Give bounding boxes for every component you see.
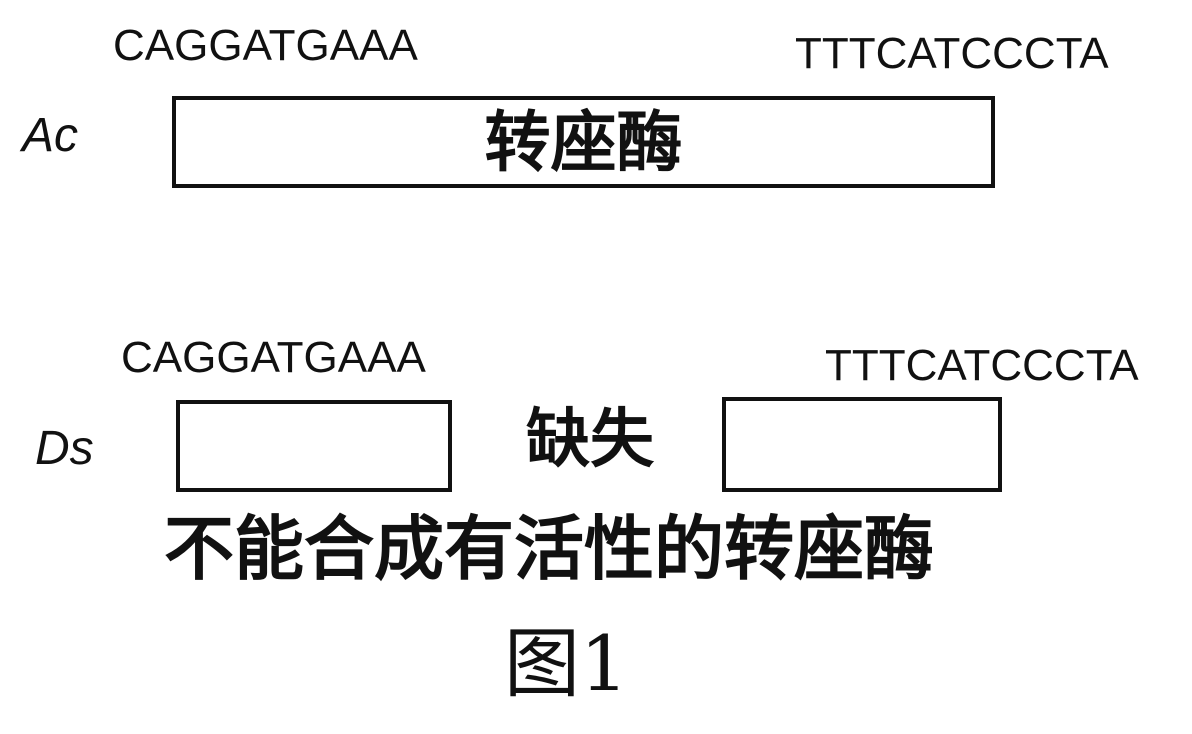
- ac-transposase-box: 转座酶: [172, 96, 995, 188]
- ds-label: Ds: [35, 422, 94, 475]
- figure-caption: 图1: [504, 619, 629, 708]
- ac-left-sequence: CAGGATGAAA: [113, 21, 418, 70]
- ac-transposase-label: 转座酶: [484, 103, 683, 181]
- ds-left-sequence: CAGGATGAAA: [121, 333, 426, 382]
- ds-right-box: [722, 397, 1002, 492]
- ds-note: 不能合成有活性的转座酶: [164, 507, 934, 590]
- ac-right-sequence: TTTCATCCCTA: [795, 29, 1109, 78]
- ac-label: Ac: [22, 109, 79, 162]
- ds-deletion-label: 缺失: [526, 402, 654, 477]
- ds-right-sequence: TTTCATCCCTA: [825, 341, 1139, 390]
- ds-left-box: [176, 400, 452, 492]
